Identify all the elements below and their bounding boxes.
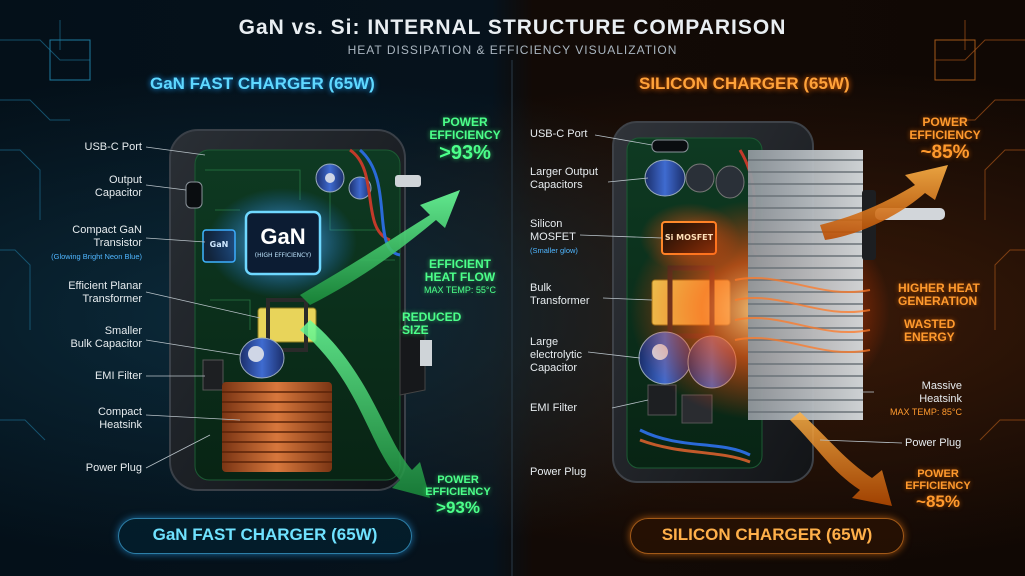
- si-heading: SILICON CHARGER (65W): [639, 74, 850, 93]
- si-label-usb-c: USB-C Port: [530, 128, 588, 140]
- gan-label-emi-filter: EMI Filter: [94, 370, 142, 382]
- gan-charger-body: [169, 129, 432, 491]
- si-heatsink: [748, 150, 863, 420]
- page-title: GaN vs. Si: INTERNAL STRUCTURE COMPARISO…: [238, 16, 787, 39]
- gan-chip-label: GaN: [260, 224, 306, 249]
- gan-footer-label: GaN FAST CHARGER (65W): [118, 518, 412, 554]
- gan-heading: GaN FAST CHARGER (65W): [150, 74, 375, 93]
- circuit-traces-right: [934, 20, 1025, 441]
- gan-chip-sublabel: (HIGH EFFICIENCY): [254, 252, 312, 259]
- si-charger-body: [612, 121, 945, 483]
- gan-small-chip-label: GaN: [209, 240, 229, 249]
- si-leader-lines: [579, 134, 903, 444]
- si-footer-label: SILICON CHARGER (65W): [630, 518, 904, 554]
- si-label-emi-filter: EMI Filter: [530, 402, 578, 414]
- page-subtitle: HEAT DISSIPATION & EFFICIENCY VISUALIZAT…: [347, 43, 678, 57]
- si-efficiency-arrows: [790, 165, 948, 506]
- si-label-power-plug-right: Power Plug: [905, 437, 962, 449]
- gan-label-usb-c: USB-C Port: [84, 141, 142, 153]
- gan-heatsink: [222, 382, 332, 472]
- gan-efficiency-arrows: [300, 190, 460, 498]
- si-label-power-plug-left: Power Plug: [530, 466, 587, 478]
- si-chip-label: Si MOSFET: [664, 233, 714, 242]
- circuit-traces-left: [0, 20, 91, 441]
- gan-leader-lines: [145, 146, 261, 469]
- gan-label-power-plug: Power Plug: [85, 462, 142, 474]
